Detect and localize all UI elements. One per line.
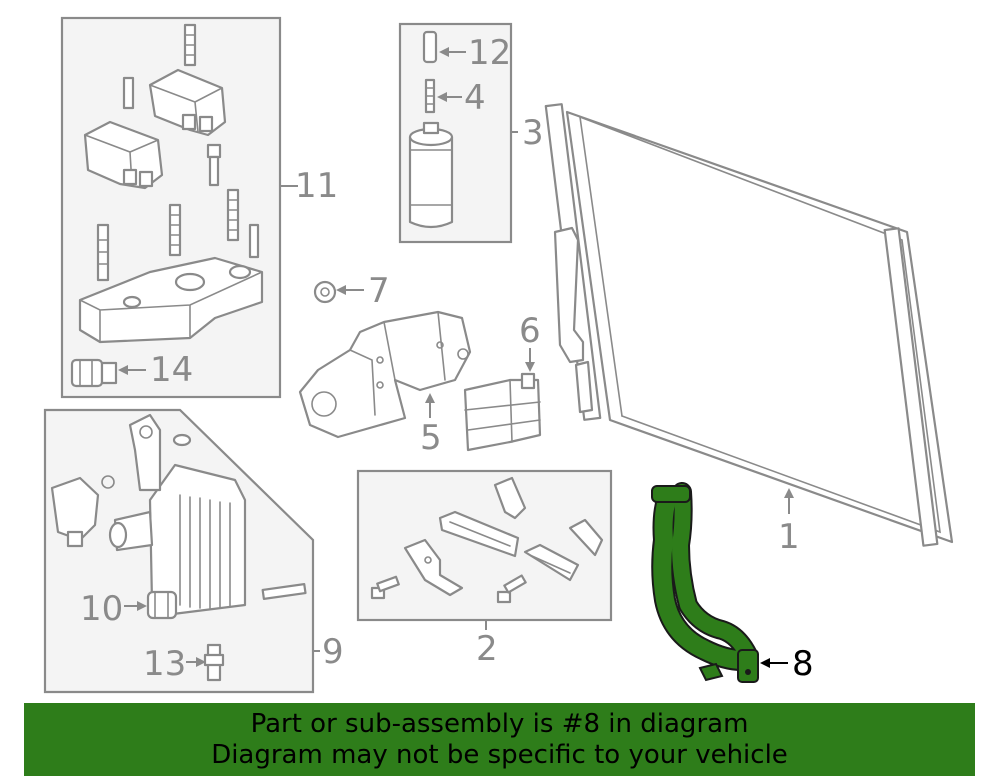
part-8-ac-hose-assembly[interactable] bbox=[651, 482, 759, 683]
part-2-hardware-kit[interactable] bbox=[370, 476, 604, 604]
callout-7[interactable]: 7 bbox=[368, 271, 390, 311]
callout-11[interactable]: 11 bbox=[295, 166, 338, 206]
callout-4[interactable]: 4 bbox=[464, 78, 486, 118]
callout-14[interactable]: 14 bbox=[150, 350, 193, 390]
parts-diagram: 11 14 12 4 3 1 7 bbox=[43, 16, 954, 694]
part-13-sensor[interactable] bbox=[203, 643, 225, 682]
callout-6[interactable]: 6 bbox=[519, 311, 541, 351]
part-1-condenser[interactable] bbox=[544, 103, 954, 547]
info-banner: Part or sub-assembly is #8 in diagram Di… bbox=[24, 703, 975, 776]
callout-5[interactable]: 5 bbox=[420, 418, 442, 458]
part-14-sensor[interactable] bbox=[70, 358, 118, 388]
callout-8[interactable]: 8 bbox=[792, 644, 814, 684]
part-10-fitting[interactable] bbox=[146, 590, 178, 620]
part-9-bolt[interactable] bbox=[261, 583, 307, 600]
part-7-nut[interactable] bbox=[313, 280, 337, 304]
callout-10[interactable]: 10 bbox=[80, 589, 123, 629]
part-5-bracket[interactable] bbox=[298, 310, 472, 439]
part-6-clamp[interactable] bbox=[463, 372, 542, 452]
banner-line-1: Part or sub-assembly is #8 in diagram bbox=[250, 708, 749, 739]
callout-9[interactable]: 9 bbox=[322, 632, 344, 672]
part-4-valve[interactable] bbox=[424, 78, 436, 114]
banner-line-2: Diagram may not be specific to your vehi… bbox=[211, 739, 788, 770]
part-12-cap[interactable] bbox=[422, 30, 438, 64]
part-3-receiver-drier[interactable] bbox=[408, 121, 454, 229]
callout-3[interactable]: 3 bbox=[522, 113, 544, 153]
callout-13[interactable]: 13 bbox=[143, 644, 186, 684]
callout-1[interactable]: 1 bbox=[778, 517, 800, 557]
callout-12[interactable]: 12 bbox=[468, 33, 511, 73]
callout-2[interactable]: 2 bbox=[476, 629, 498, 669]
part-9-bracket[interactable] bbox=[50, 475, 115, 548]
part-11-assembly[interactable] bbox=[78, 23, 264, 344]
part-9-oil-cooler[interactable] bbox=[108, 413, 247, 617]
